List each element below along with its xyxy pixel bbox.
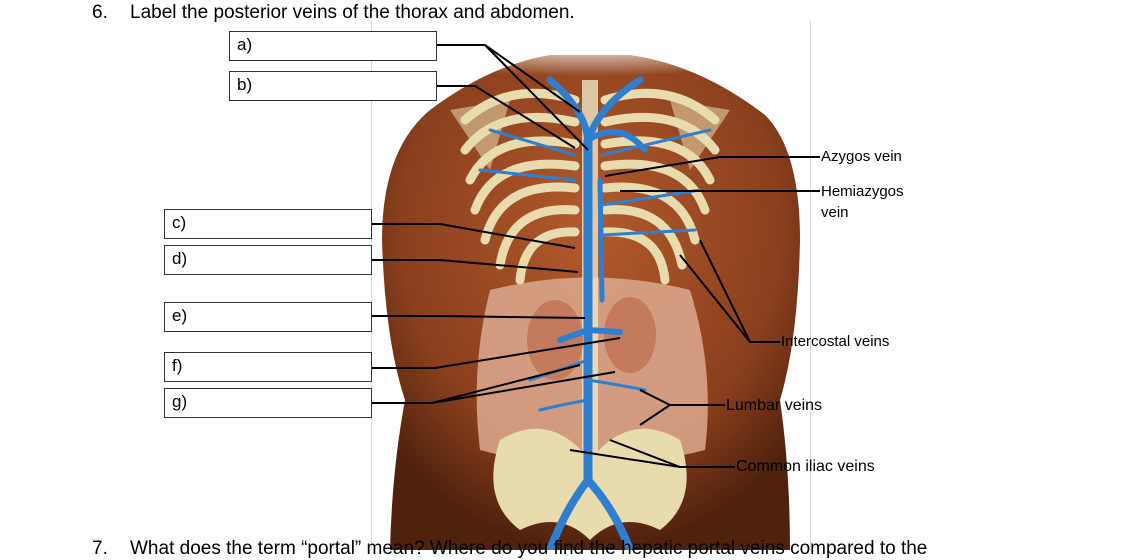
callout-lumbar-veins: Lumbar veins bbox=[726, 397, 823, 414]
kidney-left bbox=[527, 300, 583, 380]
question-7: 7. What does the term “portal” mean? Wher… bbox=[92, 538, 927, 560]
answer-box-a[interactable]: a) bbox=[229, 31, 437, 61]
question-7-text: What does the term “portal” mean? Where … bbox=[130, 538, 928, 559]
callout-azygos-vein: Azygos vein bbox=[821, 148, 902, 165]
answer-label-e: e) bbox=[172, 306, 188, 325]
question-7-number: 7. bbox=[92, 538, 108, 559]
figure-guide-right bbox=[810, 20, 811, 550]
question-number: 6. bbox=[92, 2, 108, 23]
answer-box-b[interactable]: b) bbox=[229, 71, 437, 101]
callout-common-iliac-veins: Common iliac veins bbox=[736, 458, 875, 475]
answer-label-a: a) bbox=[237, 35, 253, 54]
scapula-right bbox=[670, 100, 730, 170]
answer-box-f[interactable]: f) bbox=[164, 352, 372, 382]
answer-label-f: f) bbox=[172, 356, 183, 375]
figure-guide-left bbox=[371, 20, 372, 550]
answer-label-c: c) bbox=[172, 213, 187, 232]
answer-label-b: b) bbox=[237, 75, 253, 94]
answer-box-d[interactable]: d) bbox=[164, 245, 372, 275]
answer-box-e[interactable]: e) bbox=[164, 302, 372, 332]
answer-box-c[interactable]: c) bbox=[164, 209, 372, 239]
kidney-right bbox=[604, 297, 656, 373]
question-6: 6. Label the posterior veins of the thora… bbox=[92, 2, 575, 24]
callout-hemiazygos-line1: Hemiazygos bbox=[821, 183, 904, 200]
top-fade bbox=[370, 40, 810, 100]
question-text: Label the posterior veins of the thorax … bbox=[130, 2, 575, 23]
callout-intercostal-veins: Intercostal veins bbox=[781, 333, 890, 350]
answer-box-g[interactable]: g) bbox=[164, 388, 372, 418]
scapula-left bbox=[450, 100, 510, 170]
callout-hemiazygos-line2: vein bbox=[821, 204, 849, 221]
answer-label-d: d) bbox=[172, 249, 188, 268]
posterior-veins-figure bbox=[370, 40, 810, 550]
answer-label-g: g) bbox=[172, 392, 188, 411]
